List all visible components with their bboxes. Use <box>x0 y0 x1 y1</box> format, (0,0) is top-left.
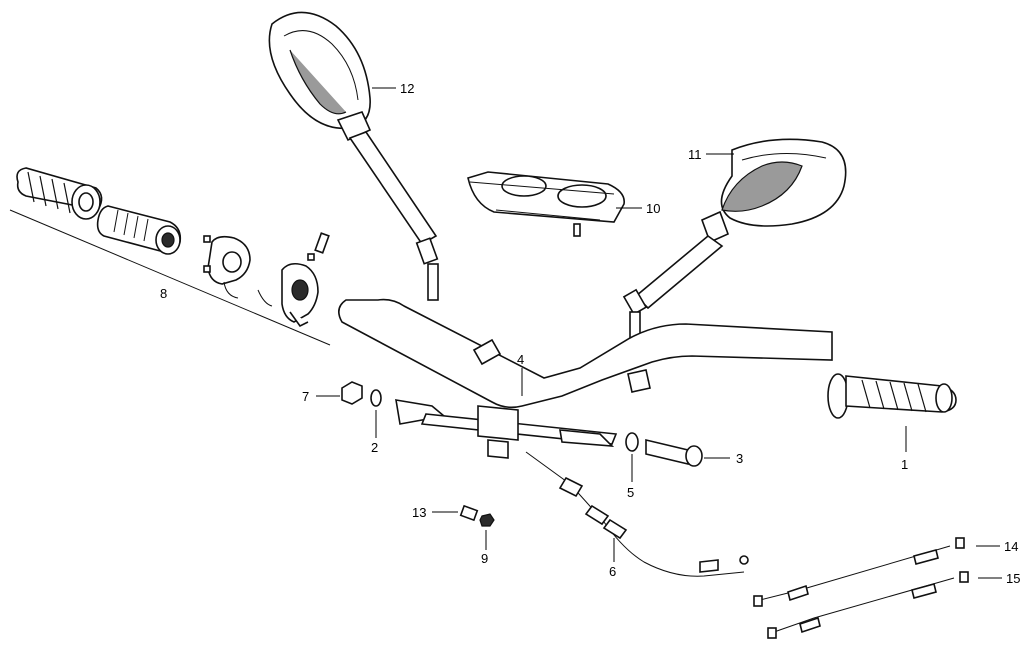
callout-10: 10 <box>646 201 660 216</box>
brake-cable-14 <box>753 537 965 607</box>
callout-13: 13 <box>412 505 426 520</box>
group-8-bracket <box>9 209 331 346</box>
callout-3: 3 <box>736 451 743 466</box>
handlebar <box>338 298 833 459</box>
callout-15: 15 <box>1006 571 1020 586</box>
callout-12: 12 <box>400 81 414 96</box>
right-mirror <box>622 138 847 349</box>
callout-2: 2 <box>371 440 378 455</box>
speedometer <box>467 171 625 237</box>
callout-7: 7 <box>302 389 309 404</box>
brake-cable-15 <box>767 571 969 639</box>
callout-14: 14 <box>1004 539 1018 554</box>
throttle-tube <box>96 205 182 255</box>
nut-9 <box>479 513 495 527</box>
callout-9: 9 <box>481 551 488 566</box>
left-mirror <box>268 11 439 301</box>
callout-6: 6 <box>609 564 616 579</box>
left-grip <box>16 167 103 220</box>
throttle-cable <box>525 451 749 577</box>
bolt-3 <box>645 438 703 467</box>
screw-13 <box>459 504 479 522</box>
callout-8: 8 <box>160 286 167 301</box>
callout-11: 11 <box>688 147 702 162</box>
callout-4: 4 <box>517 352 524 367</box>
right-grip <box>827 373 957 419</box>
callout-1: 1 <box>901 457 908 472</box>
nut-7 <box>341 381 363 405</box>
washer-5 <box>625 432 639 452</box>
callout-5: 5 <box>627 485 634 500</box>
throttle-housing <box>203 232 330 328</box>
washer-2 <box>370 389 382 407</box>
